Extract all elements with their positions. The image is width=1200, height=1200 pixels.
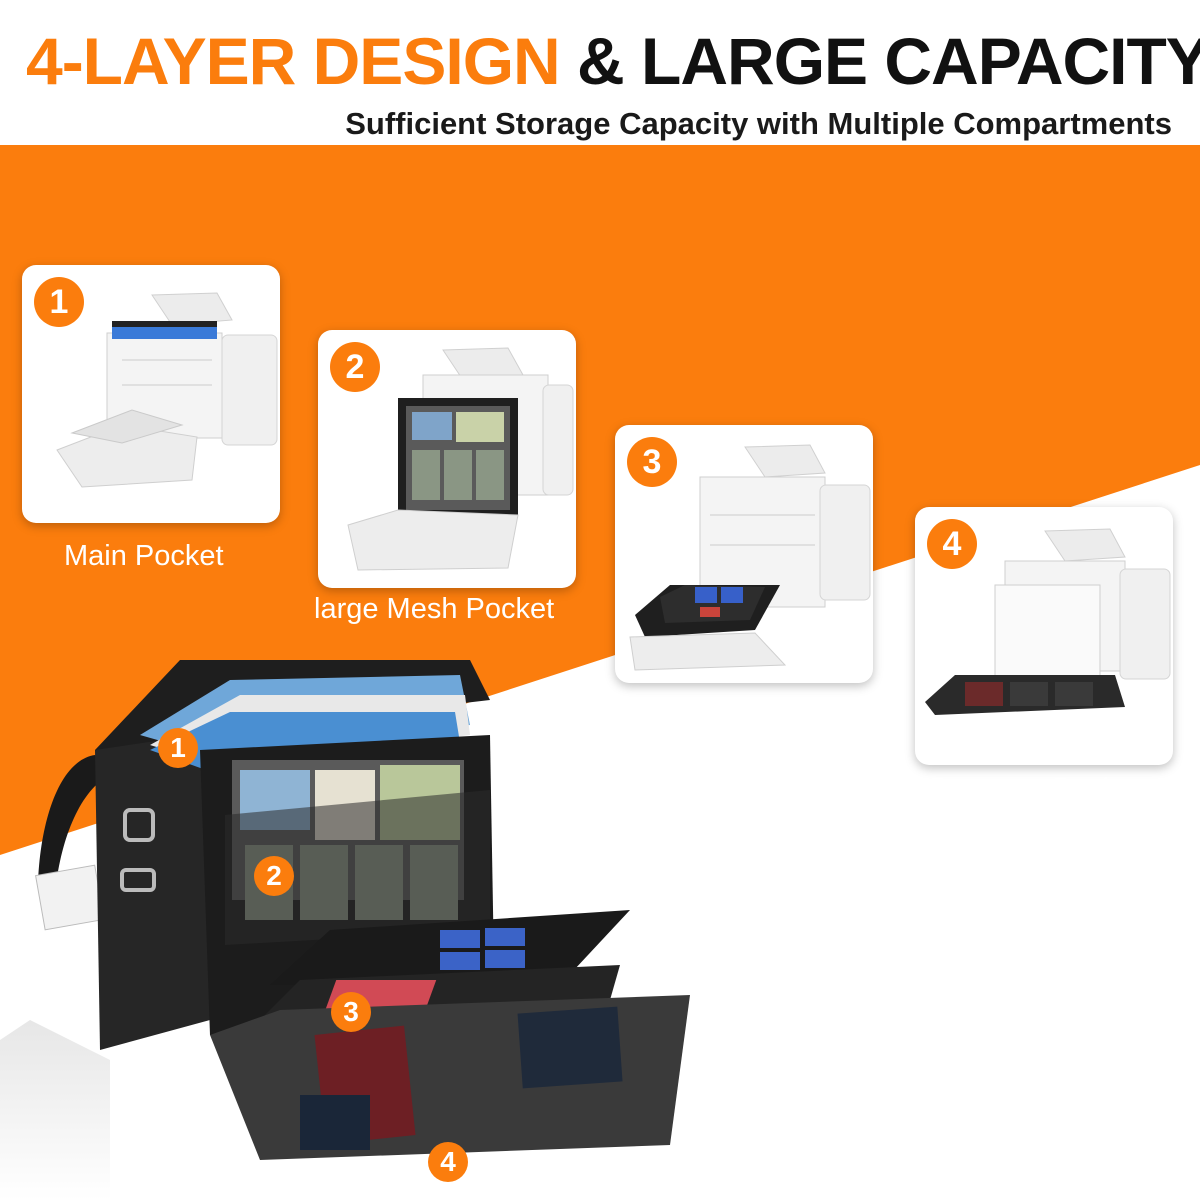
organizer-illustration — [629, 444, 871, 671]
page-subtitle: Sufficient Storage Capacity with Multipl… — [345, 106, 1172, 141]
hero-marker: 3 — [331, 992, 371, 1032]
card-number-badge: 4 — [927, 519, 977, 569]
card-passport-pocket: 4 — [915, 507, 1173, 765]
card-label: large Mesh Pocket — [314, 593, 555, 625]
card-large-mesh-pocket: 2 — [318, 330, 576, 588]
organizer-illustration — [347, 347, 574, 571]
organizer-illustration — [56, 292, 278, 488]
organizer-illustration — [925, 528, 1171, 715]
card-number-badge: 3 — [627, 437, 677, 487]
hero-marker: 2 — [254, 856, 294, 896]
fireproof-bag-illustration — [0, 660, 690, 1200]
hero-organizer-bag: 1 2 3 4 — [0, 640, 700, 1200]
card-label: Passport Pocket — [930, 773, 1142, 805]
card-number-badge: 2 — [330, 342, 380, 392]
card-number-badge: 1 — [34, 277, 84, 327]
card-usb-flash-drive-cards: 3 — [615, 425, 873, 683]
card-label: Main Pocket — [64, 540, 224, 572]
hero-marker: 4 — [428, 1142, 468, 1182]
card-main-pocket: 1 — [22, 265, 280, 523]
title-black-part: & LARGE CAPACITY — [577, 24, 1200, 98]
page-title: 4-LAYER DESIGN & LARGE CAPACITY — [26, 22, 1200, 100]
hero-marker: 1 — [158, 728, 198, 768]
card-label: USB Flash Drive,Cards — [578, 694, 878, 726]
title-orange-part: 4-LAYER DESIGN — [26, 24, 561, 98]
